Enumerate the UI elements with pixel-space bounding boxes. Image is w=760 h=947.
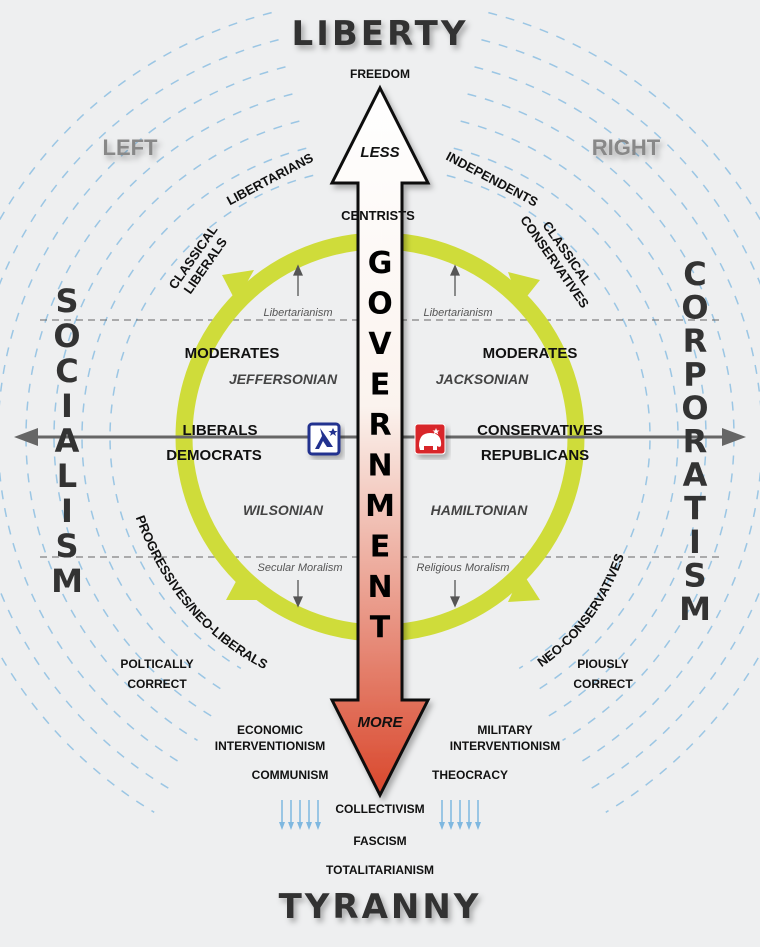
economic-interventionism-label: ECONOMIC INTERVENTIONISM xyxy=(215,723,325,753)
religious-moralism-label: Religious Moralism xyxy=(417,562,510,574)
government-arrow xyxy=(329,84,431,799)
background-dash-arc xyxy=(446,174,651,670)
neo-conservatives-text: NEO-CONSERVATIVES xyxy=(534,551,627,670)
secular-moralism-label: Secular Moralism xyxy=(258,562,343,574)
liberty-title: LIBERTY xyxy=(292,14,469,54)
fascism-label: FASCISM xyxy=(353,834,406,848)
conservatives-label: CONSERVATIVES xyxy=(477,422,603,439)
less-label: LESS xyxy=(360,144,399,161)
background-dash-arc xyxy=(0,39,279,789)
background-dash-arc xyxy=(0,66,286,765)
neo-conservatives-label: NEO-CONSERVATIVES xyxy=(534,551,627,670)
circle-arrowhead xyxy=(226,574,258,600)
down-arrow-icon xyxy=(306,800,312,830)
background-dash-arc xyxy=(81,147,307,693)
down-arrow-icon xyxy=(315,800,321,830)
down-arrow-icon xyxy=(288,800,294,830)
moderates-right-label: MODERATES xyxy=(483,345,578,362)
down-arrow-icon xyxy=(466,800,472,830)
background-dash-arc xyxy=(25,93,293,741)
libertarians-label: LIBERTARIANS xyxy=(224,150,316,208)
piously-correct-line2: CORRECT xyxy=(573,677,633,691)
left-label: LEFT xyxy=(103,135,159,160)
background-dash-arc xyxy=(467,93,735,741)
freedom-label: FREEDOM xyxy=(350,67,410,81)
libertarianism-left-label: Libertarianism xyxy=(263,307,332,319)
left-arrow-icon xyxy=(14,428,38,446)
liberals-label: LIBERALS xyxy=(183,422,258,439)
background-dashes xyxy=(0,11,760,813)
down-arrow-icon xyxy=(297,800,303,830)
politically-correct-line1: POLTICALLY xyxy=(120,657,193,671)
democrat-donkey-icon xyxy=(307,422,341,456)
background-dash-arc xyxy=(109,174,314,670)
down-arrows-cluster xyxy=(279,800,481,830)
piously-correct-label: PIOUSLY CORRECT xyxy=(573,657,633,691)
tyranny-title: TYRANNY xyxy=(279,887,482,927)
small-arrows xyxy=(292,264,461,608)
politically-correct-line2: CORRECT xyxy=(127,677,187,691)
down-arrow-icon xyxy=(279,800,285,830)
background-dash-arc xyxy=(474,66,760,765)
wilsonian-label: WILSONIAN xyxy=(243,502,324,518)
classical-conservatives-label: CLASSICAL CONSERVATIVES xyxy=(517,213,594,311)
background-dash-arc xyxy=(453,147,679,693)
military-line2: INTERVENTIONISM xyxy=(450,739,560,753)
background-dash-arc xyxy=(53,120,300,717)
circle-arrowhead xyxy=(508,272,540,305)
hamiltonian-label: HAMILTONIAN xyxy=(431,502,529,518)
centrists-label: CENTRISTS xyxy=(341,208,415,223)
democrats-label: DEMOCRATS xyxy=(166,447,262,464)
libertarianism-right-label: Libertarianism xyxy=(423,307,492,319)
down-arrow-icon xyxy=(439,800,445,830)
military-line1: MILITARY xyxy=(477,723,532,737)
down-arrow-icon xyxy=(475,800,481,830)
background-dash-arc xyxy=(0,11,272,813)
jacksonian-label: JACKSONIAN xyxy=(436,371,529,387)
down-arrow-icon xyxy=(448,800,454,830)
circle-arrowhead xyxy=(508,572,540,602)
military-interventionism-label: MILITARY INTERVENTIONISM xyxy=(450,723,560,753)
politically-correct-label: POLTICALLY CORRECT xyxy=(120,657,193,691)
republicans-label: REPUBLICANS xyxy=(481,447,589,464)
economic-line1: ECONOMIC xyxy=(237,723,303,737)
right-label: RIGHT xyxy=(592,135,661,160)
collectivism-label: COLLECTIVISM xyxy=(335,802,424,816)
totalitarianism-label: TOTALITARIANISM xyxy=(326,863,434,877)
down-arrow-icon xyxy=(457,800,463,830)
piously-correct-line1: PIOUSLY xyxy=(577,657,629,671)
independents-label: INDEPENDENTS xyxy=(444,148,541,209)
more-label: MORE xyxy=(358,714,404,731)
circle-arrowhead xyxy=(222,270,254,302)
background-dash-arc xyxy=(488,11,760,813)
background-dash-arc xyxy=(460,120,707,717)
jeffersonian-label: JEFFERSONIAN xyxy=(229,371,338,387)
moderates-left-label: MODERATES xyxy=(185,345,280,362)
economic-line2: INTERVENTIONISM xyxy=(215,739,325,753)
republican-elephant-icon xyxy=(414,423,446,455)
communism-label: COMMUNISM xyxy=(252,768,329,782)
theocracy-label: THEOCRACY xyxy=(432,768,508,782)
background-dash-arc xyxy=(481,39,760,789)
right-arrow-icon xyxy=(722,428,746,446)
